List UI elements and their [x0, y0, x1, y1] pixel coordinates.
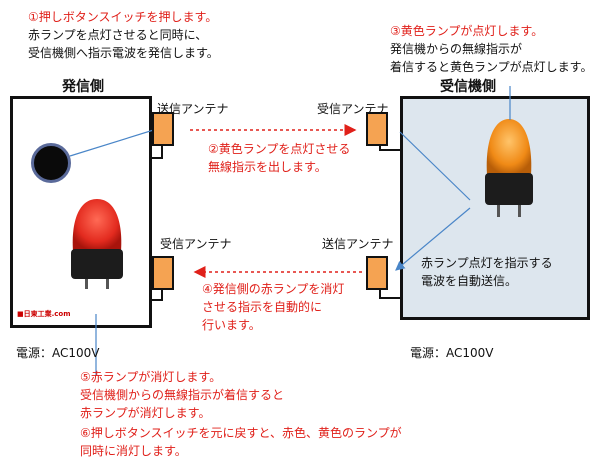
- note-4-line-3: 行います。: [202, 318, 261, 332]
- note-2-line-1: ②黄色ランプを点灯させる: [208, 142, 351, 156]
- note-2-line-2: 無線指示を出します。: [208, 160, 327, 174]
- guide-antenna-to-lamp: [399, 131, 471, 201]
- note-3-heading: ③黄色ランプが点灯します。: [390, 24, 544, 38]
- note-5-line-3: 赤ランプが消灯します。: [80, 406, 211, 420]
- note-5-line-1: ⑤赤ランプが消灯します。: [80, 370, 222, 384]
- note-step-6: ⑥押しボタンスイッチを元に戻すと、赤色、黄色のランプが 同時に消灯します。: [80, 424, 402, 460]
- antenna-label-bottom-left: 受信アンテナ: [160, 237, 232, 251]
- note-6-line-2: 同時に消灯します。: [80, 444, 187, 458]
- antenna-receive-top-right: [366, 112, 388, 146]
- maker-logo: ■日東工業.com: [17, 310, 71, 318]
- note-4-line-1: ④発信側の赤ランプを消灯: [202, 282, 345, 296]
- antenna-label-bottom-right: 送信アンテナ: [322, 237, 394, 251]
- note-1-line-3: 受信機側へ指示電波を発信します。: [28, 46, 219, 60]
- receiver-power-label: 電源：AC100V: [410, 346, 494, 360]
- note-1-heading: ①押しボタンスイッチを押します。: [28, 10, 218, 24]
- guide-button-to-antenna: [69, 127, 161, 157]
- sender-power-label: 電源：AC100V: [16, 346, 100, 360]
- sender-panel: ■日東工業.com: [10, 96, 152, 328]
- auto-send-line-1: 赤ランプ点灯を指示する: [421, 256, 553, 270]
- sender-title: 発信側: [62, 79, 104, 95]
- note-step-3: ③黄色ランプが点灯します。 発信機からの無線指示が 着信すると黄色ランプが点灯し…: [390, 22, 592, 76]
- note-5-line-2: 受信機側からの無線指示が着信すると: [80, 388, 285, 402]
- note-step-5: ⑤赤ランプが消灯します。 受信機側からの無線指示が着信すると 赤ランプが消灯しま…: [80, 368, 284, 422]
- auto-send-line-2: 電波を自動送信。: [421, 274, 518, 288]
- note-step-4: ④発信側の赤ランプを消灯 させる指示を自動的に 行います。: [202, 280, 344, 334]
- antenna-send-bottom-right: [366, 256, 388, 290]
- note-step-2: ②黄色ランプを点灯させる 無線指示を出します。: [208, 140, 350, 176]
- note-3-line-2: 発信機からの無線指示が: [390, 42, 523, 56]
- push-button-icon[interactable]: [31, 143, 71, 183]
- note-4-line-2: させる指示を自動的に: [202, 300, 323, 314]
- guide-lamp-to-antenna: [395, 207, 471, 271]
- antenna-send-top-left: [152, 112, 174, 146]
- auto-send-note: 赤ランプ点灯を指示する 電波を自動送信。: [421, 254, 553, 290]
- antenna-receive-bottom-left: [152, 256, 174, 290]
- receiver-panel: 赤ランプ点灯を指示する 電波を自動送信。: [400, 96, 590, 320]
- red-lamp-icon: [61, 193, 133, 293]
- receiver-title: 受信機側: [440, 79, 496, 95]
- note-6-line-1: ⑥押しボタンスイッチを元に戻すと、赤色、黄色のランプが: [80, 426, 402, 440]
- antenna-label-top-left: 送信アンテナ: [157, 102, 229, 116]
- note-3-line-3: 着信すると黄色ランプが点灯します。: [390, 60, 593, 74]
- note-1-line-2: 赤ランプを点灯させると同時に、: [28, 28, 208, 42]
- note-step-1: ①押しボタンスイッチを押します。 赤ランプを点灯させると同時に、 受信機側へ指示…: [28, 8, 219, 62]
- yellow-lamp-icon: [477, 113, 541, 223]
